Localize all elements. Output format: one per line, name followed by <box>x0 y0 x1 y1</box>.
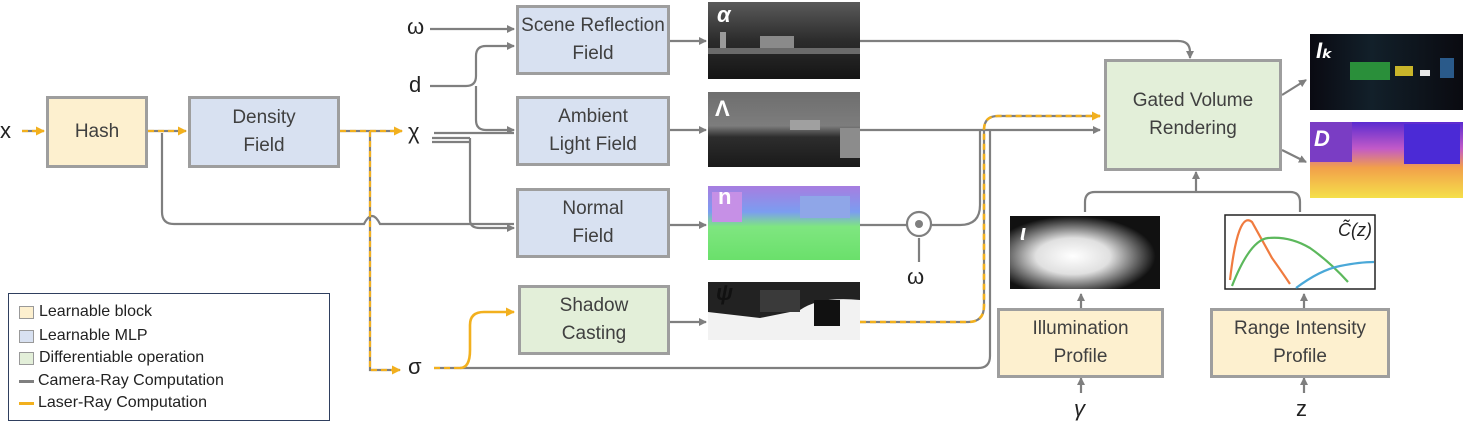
legend: Learnable block Learnable MLP Differenti… <box>8 293 330 421</box>
yellow-line-icon <box>19 401 34 405</box>
cz-label: C̃(z) <box>1338 220 1372 240</box>
laser-ray-connections <box>22 111 1101 375</box>
illumination-profile-block: Illumination Profile <box>997 308 1164 378</box>
camera-ray-connections <box>160 25 1308 393</box>
view-direction-omega-label: ω <box>407 14 425 39</box>
blue-swatch-icon <box>19 329 34 343</box>
legend-item-learnable-mlp: Learnable MLP <box>19 327 148 345</box>
n-label: n <box>718 184 732 209</box>
legend-item-camera-ray: Camera-Ray Computation <box>19 372 224 390</box>
alpha-label: α <box>717 2 731 27</box>
ambient-light-field-mlp: Ambient Light Field <box>516 96 670 166</box>
legend-item-laser-ray: Laser-Ray Computation <box>19 394 207 412</box>
ik-image <box>1310 34 1463 110</box>
lambda-label: Λ <box>715 96 730 121</box>
depth-label: D <box>1314 126 1330 151</box>
iota-label: ι <box>1020 220 1027 245</box>
range-intensity-plot <box>1224 214 1376 290</box>
gated-volume-rendering-operation: Gated Volume Rendering <box>1104 59 1282 171</box>
normal-image <box>708 186 860 260</box>
scene-reflection-field-mlp: Scene Reflection Field <box>516 5 670 75</box>
input-x-label: x <box>0 118 11 143</box>
psi-label: ψ <box>716 280 734 305</box>
shadow-casting-operation: Shadow Casting <box>518 285 670 355</box>
elementwise-product-node <box>905 210 933 238</box>
legend-item-differentiable: Differentiable operation <box>19 349 204 367</box>
density-sigma-label: σ <box>408 354 422 379</box>
density-field-mlp: Density Field <box>188 96 340 168</box>
ik-label: Iₖ <box>1316 38 1333 63</box>
z-input-label: z <box>1296 396 1307 421</box>
direction-d-label: d <box>409 72 422 97</box>
legend-label: Laser-Ray Computation <box>38 394 207 411</box>
omega-input-label: ω <box>907 264 925 289</box>
lambda-image <box>708 92 860 167</box>
range-intensity-profile-block: Range Intensity Profile <box>1210 308 1390 378</box>
alpha-image <box>708 2 860 79</box>
legend-label: Learnable block <box>39 303 152 320</box>
green-swatch-icon <box>19 351 34 365</box>
legend-item-learnable-block: Learnable block <box>19 303 152 321</box>
hash-block: Hash <box>46 96 148 168</box>
legend-label: Camera-Ray Computation <box>38 372 224 389</box>
depth-image <box>1310 122 1463 198</box>
gray-line-icon <box>19 379 34 383</box>
gamma-input-label: γ <box>1074 396 1085 421</box>
legend-label: Learnable MLP <box>39 327 148 344</box>
legend-label: Differentiable operation <box>39 349 205 366</box>
feature-chi-label: χ <box>408 119 420 144</box>
psi-image <box>708 282 860 340</box>
iota-image <box>1010 216 1160 289</box>
normal-field-mlp: Normal Field <box>516 188 670 258</box>
yellow-swatch-icon <box>19 305 34 319</box>
